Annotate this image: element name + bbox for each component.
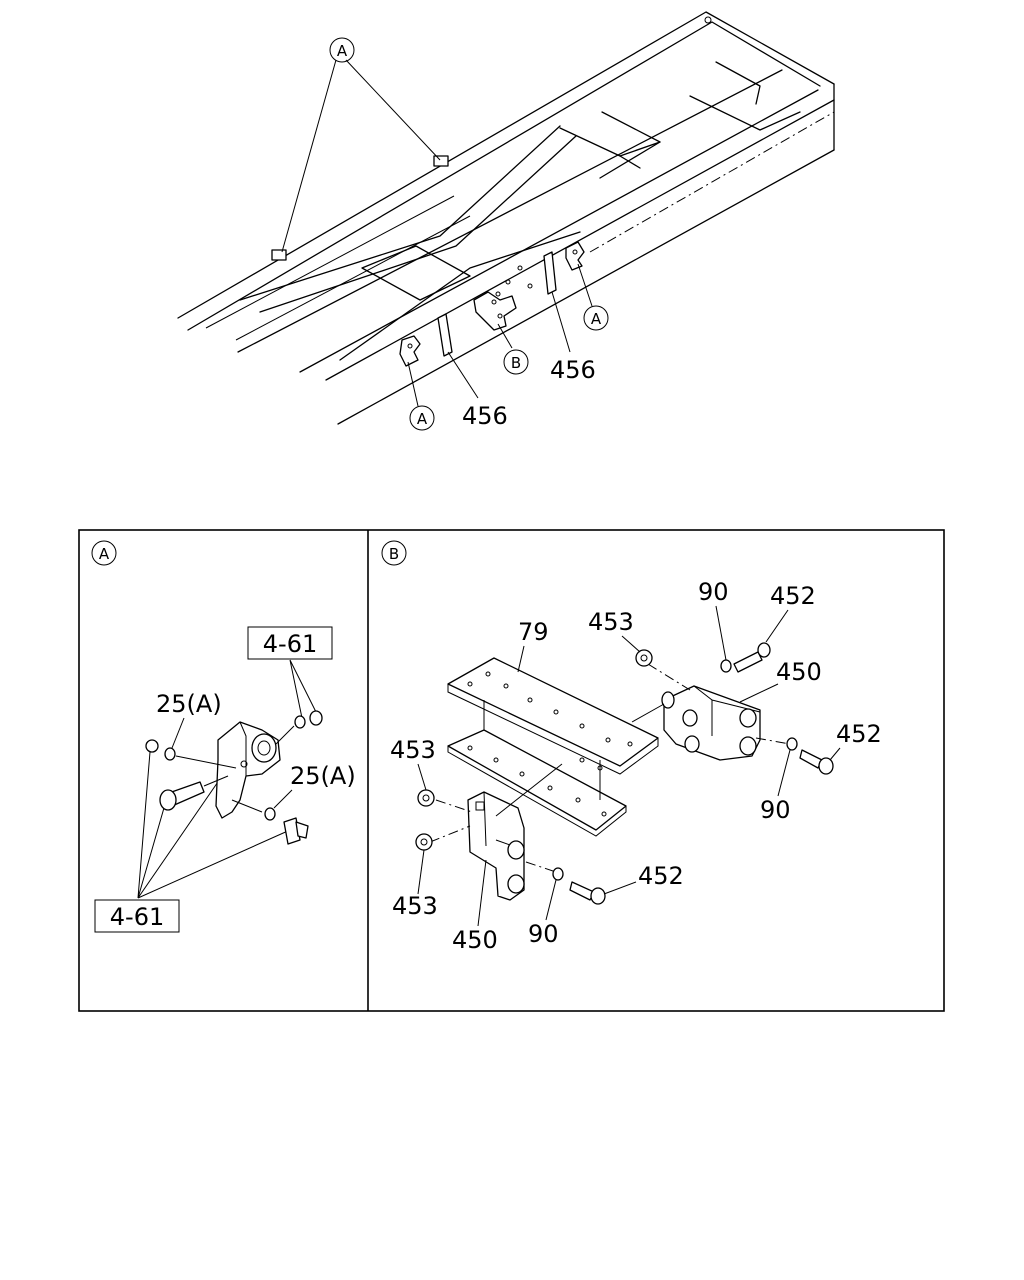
washer-a-left: [164, 747, 176, 761]
washer-a-lower: [264, 807, 276, 821]
bolt-452-bottom: [569, 881, 606, 905]
label-90-top: 90: [698, 578, 729, 606]
nut-453-left-upper: [417, 789, 435, 807]
label-452-top: 452: [770, 582, 816, 610]
label-25a-lower: 25(A): [290, 762, 356, 790]
chassis-frame: [177, 11, 835, 425]
mounting-plate: [447, 657, 659, 837]
label-90-bottom: 90: [528, 920, 559, 948]
bracket-b: [473, 291, 517, 331]
spacer-456-right: [543, 251, 557, 295]
label-452-bottom: 452: [638, 862, 684, 890]
label-456-right: 456: [550, 356, 596, 384]
callout-b: B: [503, 349, 529, 375]
bracket-450-right: [661, 685, 761, 761]
callout-a-bottom: A: [409, 405, 435, 431]
bracket-a-left: [399, 335, 421, 367]
washer-90-top: [720, 659, 732, 673]
nut-a-right: [309, 710, 323, 726]
washer-90-right: [786, 737, 798, 751]
panel-b: B 79: [381, 540, 882, 954]
svg-text:A: A: [417, 410, 428, 428]
label-450-right: 450: [776, 658, 822, 686]
bolt-452-right: [799, 749, 834, 775]
washer-90-bottom: [552, 867, 564, 881]
bolt-a: [283, 817, 309, 845]
svg-text:B: B: [389, 545, 399, 563]
callout-a-right: A: [583, 305, 609, 331]
panel-a-heading: A: [91, 540, 117, 566]
washer-a-right: [294, 715, 306, 729]
bolt-452-top: [733, 642, 771, 673]
rail-mount-right: [433, 155, 449, 167]
label-25a-upper: 25(A): [156, 690, 222, 718]
panel-b-heading: B: [381, 540, 407, 566]
panel-a: A 4-61 4-61: [91, 540, 356, 933]
label-453-top: 453: [588, 608, 634, 636]
bracket-450-left: [467, 791, 525, 901]
nut-453-left-lower: [415, 833, 433, 851]
svg-text:B: B: [511, 354, 521, 372]
nut-453-top: [635, 649, 653, 667]
ref-box-bottom: [94, 899, 180, 933]
label-90-right: 90: [760, 796, 791, 824]
rail-mount-left: [271, 249, 287, 261]
bracket-a-detail: [215, 721, 281, 819]
label-452-right: 452: [836, 720, 882, 748]
label-456-left: 456: [462, 402, 508, 430]
svg-text:A: A: [591, 310, 602, 328]
callout-a-top: A: [329, 37, 355, 63]
label-450-left: 450: [452, 926, 498, 954]
ref-box-top: [247, 626, 333, 660]
label-79: 79: [518, 618, 549, 646]
ref-4-61-bottom: 4-61: [110, 903, 164, 931]
label-453-left-lower: 453: [392, 892, 438, 920]
label-453-left-upper: 453: [390, 736, 436, 764]
spacer-456-left: [437, 313, 453, 357]
ref-4-61-top: 4-61: [263, 630, 317, 658]
pin: [159, 775, 229, 811]
overview-leaders: [281, 59, 593, 407]
detail-frame: [78, 529, 945, 1012]
bracket-a-right: [565, 241, 585, 271]
svg-text:A: A: [337, 42, 348, 60]
nut-a-left: [145, 739, 159, 753]
svg-text:A: A: [99, 545, 110, 563]
